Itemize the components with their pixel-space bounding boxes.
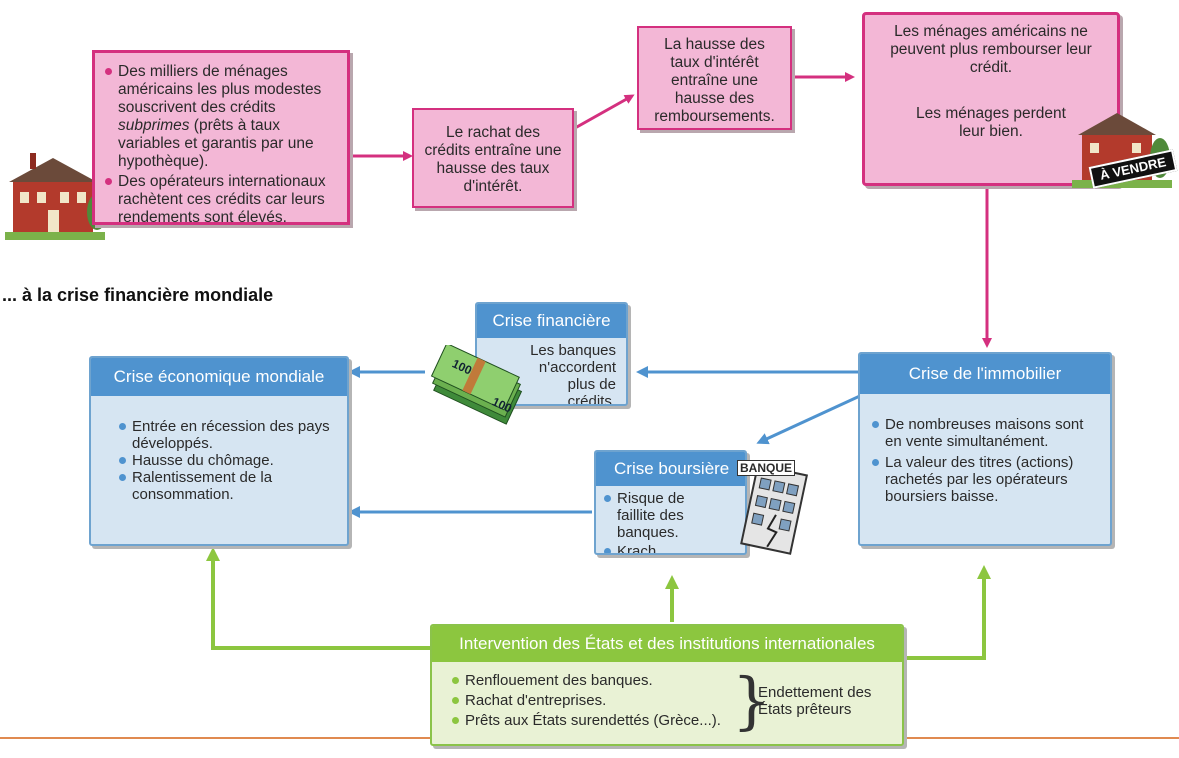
crise-boursiere-item-2: Krach boursier. xyxy=(617,543,657,555)
crise-economique-item-3: Ralentissement de la consommation. xyxy=(132,469,273,503)
menages-line-1: Les ménages américains ne peuvent plus r… xyxy=(890,23,1092,76)
list-item: Prêts aux États surendettés (Grèce...). xyxy=(452,712,742,729)
bank-label: BANQUE xyxy=(737,460,796,476)
arrow-rachat-to-hausse xyxy=(574,94,635,130)
bullet-dot xyxy=(452,677,459,684)
bullet-dot xyxy=(105,178,112,185)
subprime-bullet-1-text: Des milliers de ménages américains les p… xyxy=(118,63,322,116)
crise-immobilier-title: Crise de l'immobilier xyxy=(860,354,1110,394)
hausse-box: La hausse des taux d'intérêt entraîne un… xyxy=(637,26,792,130)
section-title: ... à la crise financière mondiale xyxy=(2,285,274,305)
subprime-bullet-1: Des milliers de ménages américains les p… xyxy=(105,63,337,171)
crise-financiere-box: Crise financière Les banques n'accordent… xyxy=(475,302,628,406)
bullet-dot xyxy=(119,423,126,430)
menages-box: Les ménages américains ne peuvent plus r… xyxy=(862,12,1120,186)
subprime-bullet-2: Des opérateurs internationaux rachètent … xyxy=(105,173,337,227)
intervention-list: Renflouement des banques. Rachat d'entre… xyxy=(452,672,742,729)
bullet-dot xyxy=(604,548,611,553)
crise-economique-box: Crise économique mondiale Entrée en réce… xyxy=(89,356,349,546)
crise-financiere-text: Les banques n'accordent plus de crédits. xyxy=(530,342,616,406)
intervention-box: Intervention des États et des institutio… xyxy=(430,624,904,746)
crise-economique-list: Entrée en récession des pays développés.… xyxy=(91,396,347,503)
list-item: Rachat d'entreprises. xyxy=(452,692,742,709)
rachat-text: Le rachat des crédits entraîne une hauss… xyxy=(424,124,562,195)
crise-boursiere-list: Risque de faillite des banques. Krach bo… xyxy=(596,486,745,555)
crise-boursiere-item-1: Risque de faillite des banques. xyxy=(617,490,685,541)
crise-immobilier-list: De nombreuses maisons sont en vente simu… xyxy=(860,394,1110,505)
intervention-item-1: Renflouement des banques. xyxy=(465,672,653,689)
list-item: Renflouement des banques. xyxy=(452,672,742,689)
list-item: De nombreuses maisons sont en vente simu… xyxy=(872,416,1098,450)
list-item: Entrée en récession des pays développés. xyxy=(119,418,337,452)
arrow-intervention-to-economique xyxy=(206,547,430,650)
subprime-box: Des milliers de ménages américains les p… xyxy=(92,50,350,227)
bank-building-illustration xyxy=(740,463,809,555)
arrow-intervention-to-immobilier xyxy=(904,565,991,660)
list-item: La valeur des titres (actions) rachetés … xyxy=(872,454,1098,505)
list-item: Hausse du chômage. xyxy=(119,452,337,469)
subprime-term: subprimes xyxy=(118,117,190,134)
list-item: Risque de faillite des banques. xyxy=(604,490,705,541)
arrow-immobilier-to-boursiere xyxy=(756,393,863,445)
rachat-box: Le rachat des crédits entraîne une hauss… xyxy=(412,108,574,208)
bullet-dot xyxy=(119,474,126,481)
bullet-dot xyxy=(872,421,879,428)
crise-financiere-title: Crise financière xyxy=(477,304,626,338)
intervention-title: Intervention des États et des institutio… xyxy=(432,626,902,662)
house-illustration-left xyxy=(5,153,105,240)
bullet-dot xyxy=(119,457,126,464)
intervention-side-text: Endettement des États prêteurs xyxy=(758,684,872,718)
intervention-item-2: Rachat d'entreprises. xyxy=(465,692,607,709)
subprime-bullet-2-text: Des opérateurs internationaux rachètent … xyxy=(118,173,326,226)
bullet-dot xyxy=(604,495,611,502)
bullet-dot xyxy=(105,68,112,75)
crise-immobilier-item-2: La valeur des titres (actions) rachetés … xyxy=(885,454,1074,505)
subprime-bullet-1-end: (prêts à taux variables et garantis par … xyxy=(118,117,314,170)
intervention-brace: } xyxy=(732,664,772,737)
bullet-dot xyxy=(452,717,459,724)
bullet-dot xyxy=(872,459,879,466)
banknotes-illustration xyxy=(430,345,523,425)
bullet-dot xyxy=(452,697,459,704)
list-item: Ralentissement de la consommation. xyxy=(119,469,292,503)
crise-economique-item-2: Hausse du chômage. xyxy=(132,452,274,469)
crise-immobilier-item-1: De nombreuses maisons sont en vente simu… xyxy=(885,416,1084,450)
crise-economique-title: Crise économique mondiale xyxy=(91,358,347,396)
intervention-item-3: Prêts aux États surendettés (Grèce...). xyxy=(465,712,721,729)
list-item: Krach boursier. xyxy=(604,543,705,555)
crise-boursiere-box: Crise boursière Risque de faillite des b… xyxy=(594,450,747,555)
hausse-text: La hausse des taux d'intérêt entraîne un… xyxy=(654,36,775,125)
crise-economique-item-1: Entrée en récession des pays développés. xyxy=(132,418,330,452)
crise-immobilier-box: Crise de l'immobilier De nombreuses mais… xyxy=(858,352,1112,546)
menages-line-2: Les ménages perdent leur bien. xyxy=(916,105,1066,140)
crise-boursiere-title: Crise boursière xyxy=(596,452,745,486)
